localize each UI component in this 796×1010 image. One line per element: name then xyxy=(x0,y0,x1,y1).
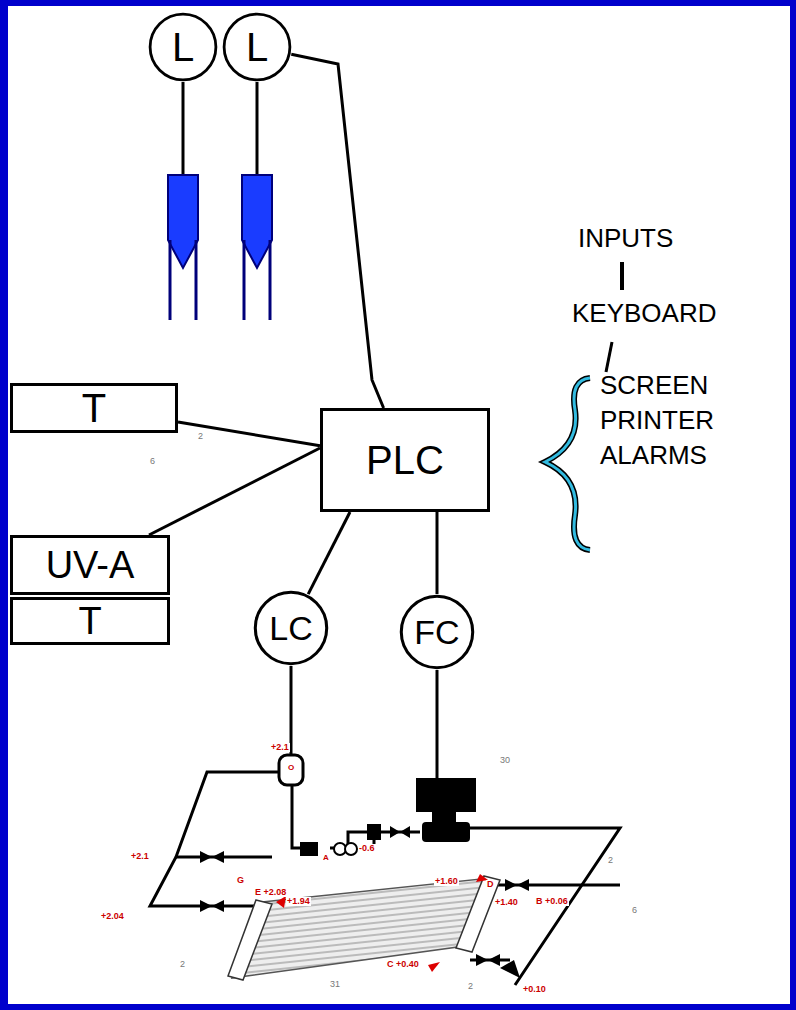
pressure-value: G xyxy=(236,876,245,885)
pressure-value: +1.40 xyxy=(494,898,519,907)
signal-wire xyxy=(308,512,350,594)
callout-number: 6 xyxy=(150,457,155,466)
callout-number: 6 xyxy=(632,906,637,915)
node-label: T xyxy=(78,602,101,640)
node-label: L xyxy=(246,27,268,67)
instrument-circle: LC xyxy=(253,590,329,666)
pressure-value: A xyxy=(322,854,330,862)
callout-number: 2 xyxy=(608,856,613,865)
pressure-value: E +2.08 xyxy=(254,888,287,897)
callout-number: 2 xyxy=(198,432,203,441)
node-label: LC xyxy=(269,611,312,645)
signal-wire xyxy=(149,448,320,535)
node-label: UV-A xyxy=(46,546,135,584)
signal-wire xyxy=(291,54,383,408)
node-label: T xyxy=(82,388,106,428)
system-label: SCREEN xyxy=(600,372,708,398)
pressure-value: B +0.06 xyxy=(535,897,569,906)
node-label: L xyxy=(172,27,194,67)
pressure-value: -0.6 xyxy=(358,844,376,853)
pressure-value: D xyxy=(486,880,495,889)
instrument-box: UV-A xyxy=(10,535,170,595)
node-label: FC xyxy=(414,615,459,649)
pressure-value: C +0.40 xyxy=(386,960,420,969)
callout-number: 31 xyxy=(330,980,340,989)
pressure-value: +0.10 xyxy=(522,985,547,994)
instrument-circle: L xyxy=(222,12,292,82)
signal-wire xyxy=(436,512,439,594)
instrument-circle: L xyxy=(148,12,218,82)
pressure-value: +2.1 xyxy=(270,743,290,752)
pressure-value: +1.60 xyxy=(434,877,459,886)
instrument-box: T xyxy=(10,383,178,433)
instrument-box: T xyxy=(10,597,170,645)
pressure-value: +1.94 xyxy=(286,897,311,906)
pressure-value: +2.04 xyxy=(100,912,125,921)
callout-number: 30 xyxy=(500,756,510,765)
pressure-value: O xyxy=(287,764,295,772)
instrument-circle: FC xyxy=(399,594,475,670)
signal-wire xyxy=(178,422,320,446)
system-label: INPUTS xyxy=(578,225,673,251)
system-label: ALARMS xyxy=(600,442,707,468)
instrument-box: PLC xyxy=(320,408,490,512)
system-label: PRINTER xyxy=(600,407,714,433)
node-label: PLC xyxy=(366,440,444,480)
callout-number: 2 xyxy=(180,960,185,969)
pressure-value: +2.1 xyxy=(130,852,150,861)
callout-number: 2 xyxy=(468,982,473,991)
system-label: KEYBOARD xyxy=(572,300,717,326)
